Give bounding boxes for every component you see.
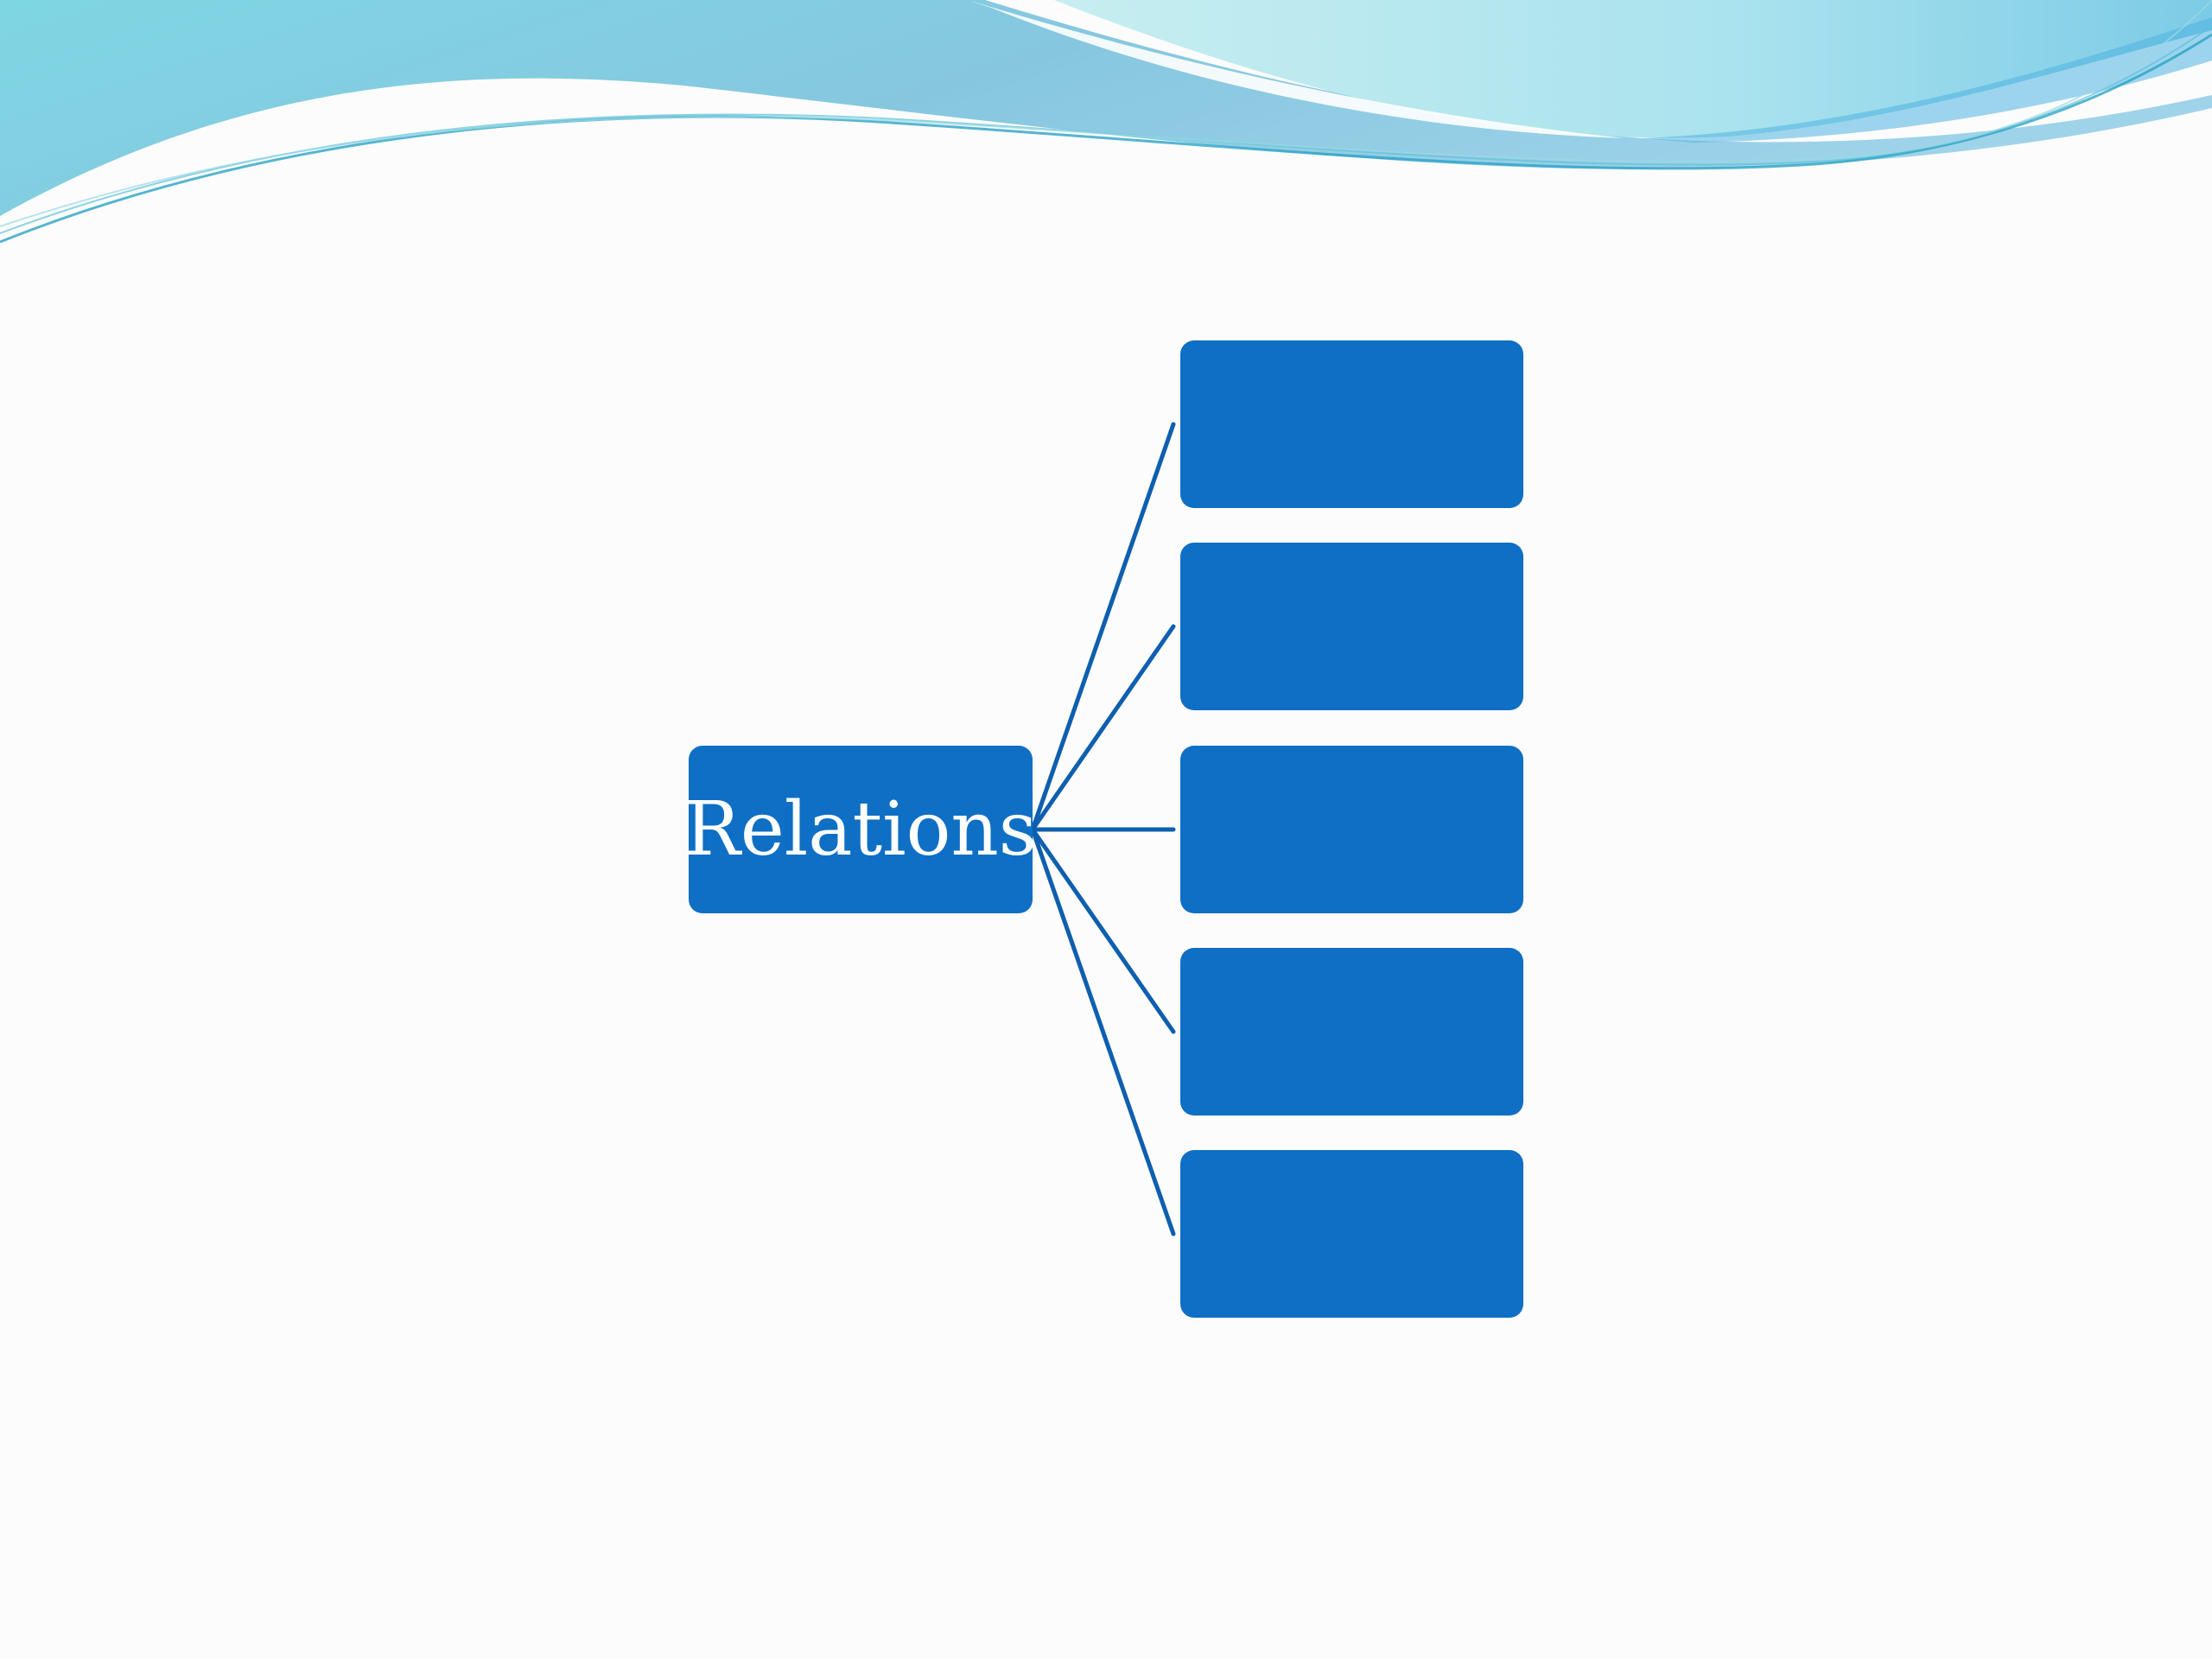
connector-2 — [1030, 624, 1176, 832]
child-node-4[interactable] — [1180, 948, 1523, 1116]
child-node-3[interactable] — [1180, 746, 1523, 913]
root-node-label: Relations — [684, 786, 1037, 873]
connector-4 — [1030, 827, 1176, 1034]
wave-accent — [1642, 17, 2212, 143]
root-node-relations[interactable]: Relations — [684, 746, 1037, 913]
child-node-1[interactable] — [1180, 340, 1523, 508]
wave-line-1 — [0, 33, 2212, 244]
child-node-2[interactable] — [1180, 543, 1523, 710]
connector-1 — [1030, 422, 1176, 832]
wave-line-3 — [0, 0, 2212, 227]
child-node-5[interactable] — [1180, 1150, 1523, 1318]
wave-header-decoration — [0, 0, 2212, 244]
connector-5 — [1030, 827, 1176, 1236]
connector-group — [1030, 422, 1176, 1236]
